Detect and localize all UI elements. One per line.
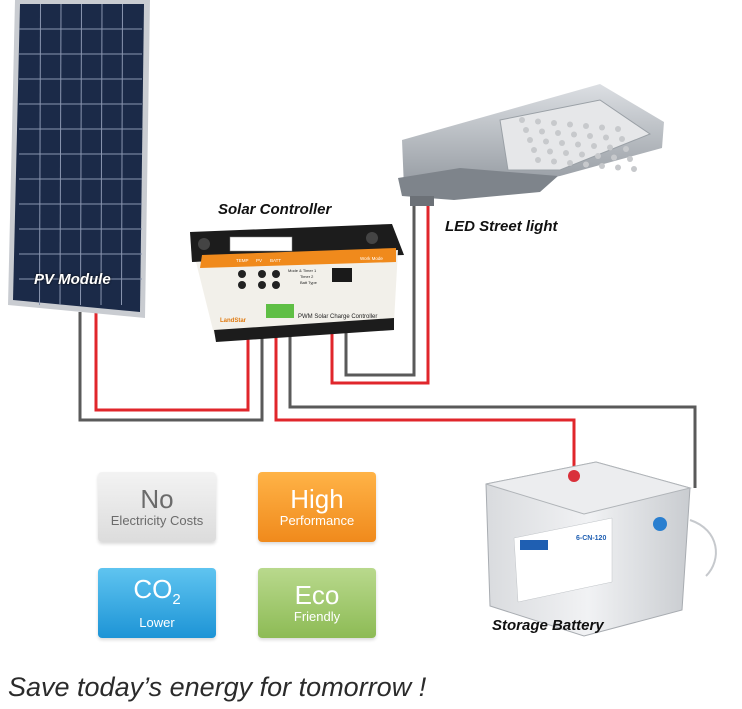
led-chip [619, 136, 625, 142]
led-street-light-label: LED Street light [445, 218, 558, 235]
led-chip [599, 124, 605, 131]
badge-title: CO2 [133, 575, 180, 614]
storage-battery-unit: 6-CN-120 [485, 461, 719, 637]
badge-subtitle: Friendly [293, 609, 341, 624]
led-chip [599, 163, 605, 169]
controller-top-label-batt: BATT [270, 258, 281, 263]
led-street-light-lamp [398, 84, 664, 206]
led-chip [539, 128, 545, 135]
badge-subtitle: Electricity Costs [110, 513, 204, 528]
led-chip [607, 144, 613, 151]
led-chip [551, 158, 557, 165]
led-chip [555, 130, 561, 136]
storage-battery-label: Storage Battery [492, 617, 604, 634]
badge-title: High [290, 484, 344, 514]
controller-model-text: PWM Solar Charge Controller [298, 314, 377, 320]
led-chip [559, 140, 565, 146]
controller-mode-line-2: Timer 2 [300, 274, 314, 279]
led-chip [527, 137, 533, 143]
led-chip [571, 131, 577, 138]
led-chip [535, 157, 541, 163]
badge-high-performance: High Performance [258, 472, 376, 542]
wire-pv-negative [78, 312, 264, 422]
badge-co-subscript: 2 [172, 591, 181, 609]
controller-mode-line-1: Mode & Timer 1 [288, 268, 317, 273]
led-chip [567, 160, 573, 166]
led-chip [595, 153, 601, 159]
led-chip [611, 154, 617, 161]
solar-controller-device: LandStar PWM Solar Charge Controller Wor… [190, 224, 404, 342]
badge-title: No [140, 484, 174, 514]
controller-mode-line-3: Batt Type [300, 280, 318, 285]
badge-no-electricity-costs: No Electricity Costs [98, 472, 216, 542]
controller-brand: LandStar [220, 318, 247, 324]
wire-load-positive [330, 205, 430, 385]
badge-title: Eco [294, 580, 340, 610]
pv-module-panel [8, 0, 150, 318]
badge-eco-friendly: Eco Friendly [258, 568, 376, 638]
wire-pv-positive [94, 312, 250, 412]
led-chip [615, 164, 621, 171]
badge-co2-lower: CO2 Lower [98, 568, 216, 638]
wire-battery-negative [288, 333, 697, 488]
led-chip [615, 126, 621, 132]
led-chip [579, 151, 585, 158]
led-chip [519, 117, 525, 123]
led-chip [523, 127, 529, 133]
badge-subtitle: Lower [139, 614, 175, 630]
badge-co-text: CO [133, 574, 173, 605]
controller-top-label-pv: PV [256, 258, 262, 263]
controller-top-label-temp: TEMP [236, 258, 249, 263]
led-chip [575, 141, 581, 148]
slogan-text: Save today’s energy for tomorrow ! [8, 672, 427, 702]
controller-work-mode: Work Mode [360, 256, 383, 261]
led-chip [531, 147, 537, 153]
led-chip [591, 143, 597, 149]
badge-subtitle: Performance [279, 513, 355, 528]
led-chip [563, 150, 569, 156]
led-chip [583, 161, 589, 168]
led-chip [551, 120, 557, 126]
led-chip [587, 133, 593, 139]
led-chip [547, 148, 553, 155]
led-chip [603, 134, 609, 141]
battery-model: 6-CN-120 [576, 535, 606, 542]
wire-load-negative [344, 205, 416, 377]
led-chip [631, 166, 637, 172]
wiring [78, 205, 697, 488]
led-chip [535, 118, 541, 125]
solar-controller-label: Solar Controller [218, 201, 332, 218]
led-chip [543, 138, 549, 145]
led-chip [567, 121, 573, 128]
led-chip [627, 156, 633, 162]
pv-module-label: PV Module [34, 271, 111, 288]
led-chip [583, 123, 589, 129]
led-chip [623, 146, 629, 152]
wire-battery-positive [274, 333, 576, 470]
